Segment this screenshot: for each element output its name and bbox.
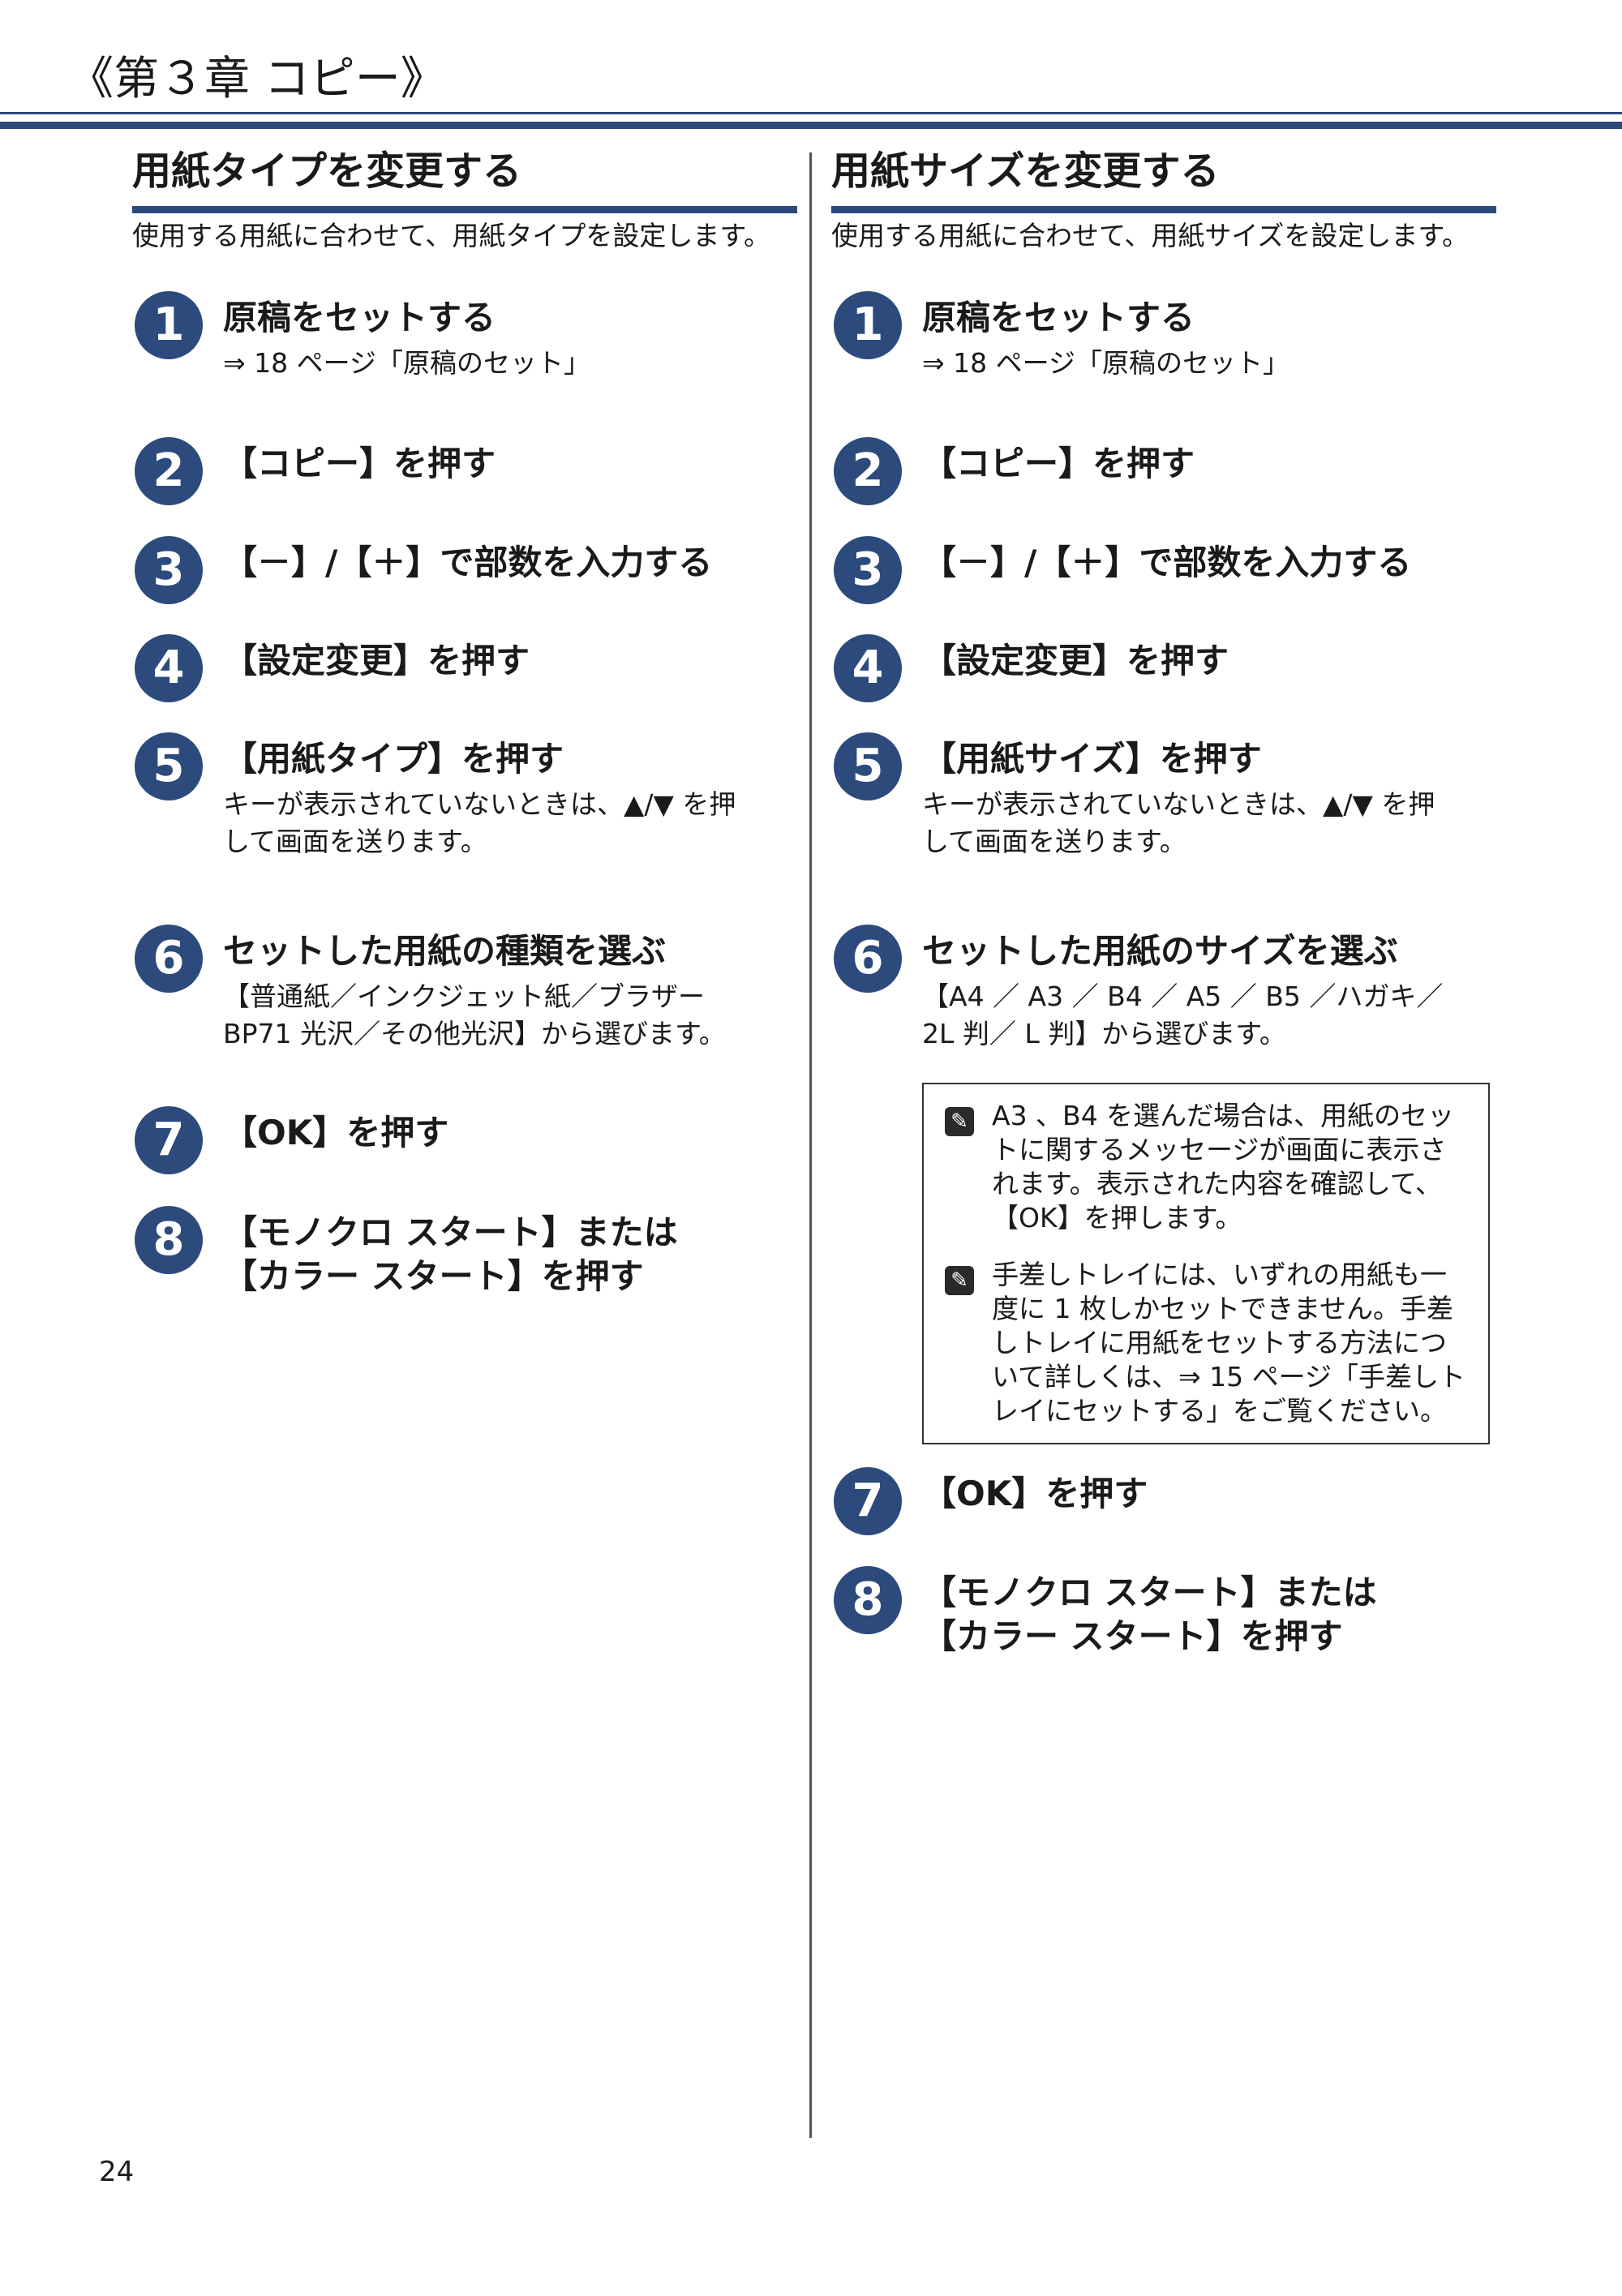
step-title: 原稿をセットする bbox=[922, 298, 1195, 337]
step-title: セットした用紙の種類を選ぶ bbox=[223, 931, 667, 971]
note-text: 手差しトレイには、いずれの用紙も一度に 1 枚しかセットできません。手差しトレイ… bbox=[992, 1259, 1465, 1427]
step-title: 【モノクロ スタート】または【カラー スタート】を押す bbox=[223, 1212, 678, 1296]
header-rule-bottom bbox=[0, 122, 1622, 129]
section-title-bar bbox=[132, 206, 797, 213]
step-title: セットした用紙のサイズを選ぶ bbox=[922, 931, 1398, 971]
step-8: 8 【モノクロ スタート】または【カラー スタート】を押す bbox=[831, 1566, 1496, 1659]
section-paper-type: 用紙タイプを変更する 使用する用紙に合わせて、用紙タイプを設定します。 1 原稿… bbox=[132, 146, 797, 1296]
step-number-badge: 7 bbox=[834, 1467, 902, 1535]
step-title: 【－】/【＋】で部数を入力する bbox=[922, 543, 1412, 582]
step-number-badge: 4 bbox=[834, 634, 902, 702]
step-title: 【用紙タイプ】を押す bbox=[223, 739, 564, 779]
step-6: 6 セットした用紙の種類を選ぶ 【普通紙／インクジェット紙／ブラザー BP71 … bbox=[132, 925, 797, 1053]
step-number-badge: 8 bbox=[135, 1206, 203, 1274]
section-description: 使用する用紙に合わせて、用紙サイズを設定します。 bbox=[831, 220, 1470, 251]
step-2: 2 【コピー】を押す bbox=[132, 437, 797, 505]
step-number-badge: 5 bbox=[135, 732, 203, 800]
header-rule-top bbox=[0, 112, 1622, 114]
step-number-badge: 2 bbox=[135, 437, 203, 505]
step-reference-link[interactable]: ⇒ 18 ページ「原稿のセット」 bbox=[922, 347, 1289, 379]
step-title: 【設定変更】を押す bbox=[922, 641, 1229, 680]
section-title: 用紙タイプを変更する bbox=[132, 148, 522, 194]
step-body: 【普通紙／インクジェット紙／ブラザー BP71 光沢／その他光沢】から選びます。 bbox=[223, 981, 726, 1049]
note-item: ✎ A3 、B4 を選んだ場合は、用紙のセットに関するメッセージが画面に表示され… bbox=[940, 1099, 1472, 1235]
step-title: 【コピー】を押す bbox=[922, 444, 1195, 483]
step-number-badge: 6 bbox=[135, 925, 203, 993]
page-number: 24 bbox=[99, 2156, 135, 2188]
step-title: 【設定変更】を押す bbox=[223, 641, 530, 680]
step-title: 【コピー】を押す bbox=[223, 444, 496, 483]
step-number-badge: 3 bbox=[135, 536, 203, 604]
step-5: 5 【用紙タイプ】を押す キーが表示されていないときは、▲/▼ を押して画面を送… bbox=[132, 732, 797, 860]
step-number-badge: 1 bbox=[834, 291, 902, 359]
step-3: 3 【－】/【＋】で部数を入力する bbox=[831, 536, 1496, 604]
step-reference-link[interactable]: ⇒ 18 ページ「原稿のセット」 bbox=[223, 347, 590, 379]
step-4: 4 【設定変更】を押す bbox=[831, 634, 1496, 702]
step-6: 6 セットした用紙のサイズを選ぶ 【A4 ／ A3 ／ B4 ／ A5 ／ B5… bbox=[831, 925, 1496, 1053]
section-description: 使用する用紙に合わせて、用紙タイプを設定します。 bbox=[132, 220, 771, 251]
step-1: 1 原稿をセットする ⇒ 18 ページ「原稿のセット」 bbox=[831, 291, 1496, 382]
step-number-badge: 3 bbox=[834, 536, 902, 604]
step-number-badge: 5 bbox=[834, 732, 902, 800]
step-title: 【OK】を押す bbox=[922, 1474, 1148, 1513]
memo-icon: ✎ bbox=[945, 1266, 974, 1295]
section-paper-size: 用紙サイズを変更する 使用する用紙に合わせて、用紙サイズを設定します。 1 原稿… bbox=[831, 146, 1496, 1656]
step-title: 【OK】を押す bbox=[223, 1113, 449, 1152]
step-title: 【用紙サイズ】を押す bbox=[922, 739, 1262, 779]
step-1: 1 原稿をセットする ⇒ 18 ページ「原稿のセット」 bbox=[132, 291, 797, 382]
step-number-badge: 8 bbox=[834, 1566, 902, 1634]
step-4: 4 【設定変更】を押す bbox=[132, 634, 797, 702]
step-body: キーが表示されていないときは、▲/▼ を押して画面を送ります。 bbox=[922, 788, 1435, 857]
step-8: 8 【モノクロ スタート】または【カラー スタート】を押す bbox=[132, 1206, 797, 1298]
note-text: A3 、B4 を選んだ場合は、用紙のセットに関するメッセージが画面に表示されます… bbox=[992, 1100, 1455, 1234]
step-7: 7 【OK】を押す bbox=[132, 1106, 797, 1174]
step-7: 7 【OK】を押す bbox=[831, 1467, 1496, 1535]
step-number-badge: 2 bbox=[834, 437, 902, 505]
step-title: 【－】/【＋】で部数を入力する bbox=[223, 543, 713, 582]
step-title: 原稿をセットする bbox=[223, 298, 496, 337]
note-box: ✎ A3 、B4 を選んだ場合は、用紙のセットに関するメッセージが画面に表示され… bbox=[922, 1083, 1490, 1444]
step-body: キーが表示されていないときは、▲/▼ を押して画面を送ります。 bbox=[223, 788, 736, 857]
step-2: 2 【コピー】を押す bbox=[831, 437, 1496, 505]
section-title: 用紙サイズを変更する bbox=[831, 148, 1220, 194]
step-5: 5 【用紙サイズ】を押す キーが表示されていないときは、▲/▼ を押して画面を送… bbox=[831, 732, 1496, 860]
step-body: 【A4 ／ A3 ／ B4 ／ A5 ／ B5 ／ハガキ／ 2L 判／ L 判】… bbox=[922, 981, 1444, 1049]
memo-icon: ✎ bbox=[945, 1107, 974, 1136]
step-number-badge: 4 bbox=[135, 634, 203, 702]
step-number-badge: 1 bbox=[135, 291, 203, 359]
section-title-bar bbox=[831, 206, 1496, 213]
column-divider bbox=[809, 152, 812, 2138]
step-number-badge: 7 bbox=[135, 1106, 203, 1174]
step-title: 【モノクロ スタート】または【カラー スタート】を押す bbox=[922, 1573, 1377, 1656]
chapter-title: 《第３章 コピー》 bbox=[68, 53, 446, 105]
step-number-badge: 6 bbox=[834, 925, 902, 993]
note-item: ✎ 手差しトレイには、いずれの用紙も一度に 1 枚しかセットできません。手差しト… bbox=[940, 1258, 1472, 1428]
step-3: 3 【－】/【＋】で部数を入力する bbox=[132, 536, 797, 604]
